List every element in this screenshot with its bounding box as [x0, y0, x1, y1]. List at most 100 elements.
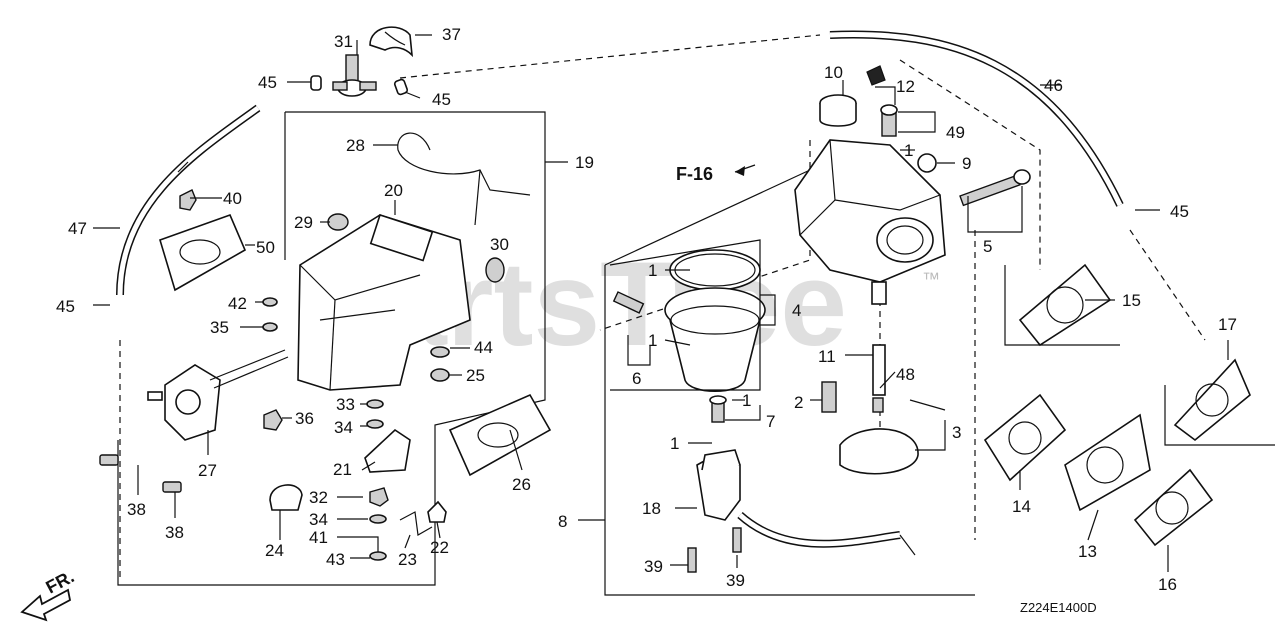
callout-1-solenoid: 1 [670, 434, 679, 453]
callout-49: 49 [946, 123, 965, 142]
callout-32: 32 [309, 488, 328, 507]
callout-9: 9 [962, 154, 971, 173]
jet-2 [821, 381, 837, 413]
callout-1-bolt: 1 [742, 391, 751, 410]
callout-42: 42 [228, 294, 247, 313]
callout-18: 18 [642, 499, 661, 518]
callout-37: 37 [442, 25, 461, 44]
callout-26: 26 [512, 475, 531, 494]
grommet-30 [485, 257, 505, 283]
bolts-38 [99, 454, 182, 493]
needle-48 [872, 397, 884, 413]
callout-34-lower: 34 [309, 510, 328, 529]
float-chamber-4 [664, 287, 766, 393]
hose-47 [116, 104, 261, 296]
callout-16: 16 [1158, 575, 1177, 594]
callout-3: 3 [952, 423, 961, 442]
callout-50: 50 [256, 238, 275, 257]
callout-10: 10 [824, 63, 843, 82]
callout-21: 21 [333, 460, 352, 479]
callout-34-upper: 34 [334, 418, 353, 437]
gasket-14 [983, 393, 1067, 482]
clip-37 [369, 26, 414, 58]
float-3 [839, 399, 946, 475]
callout-35: 35 [210, 318, 229, 337]
callout-31: 31 [334, 32, 353, 51]
callout-numbers: 31 37 45 45 40 50 47 45 28 19 20 29 30 4… [56, 25, 1237, 594]
holder-24 [269, 484, 303, 511]
clip-45-top [310, 75, 409, 96]
carburetor-group-frame [604, 169, 1275, 596]
callout-45-top: 45 [258, 73, 277, 92]
solenoid-18 [696, 449, 916, 556]
callout-14: 14 [1012, 497, 1031, 516]
watermark-trademark: ™ [922, 269, 940, 289]
callout-43: 43 [326, 550, 345, 569]
callout-8: 8 [558, 512, 567, 531]
callout-39-left: 39 [644, 557, 663, 576]
callout-29: 29 [294, 213, 313, 232]
callout-41: 41 [309, 528, 328, 547]
air-cleaner-case-20 [297, 213, 471, 391]
callout-17: 17 [1218, 315, 1237, 334]
pilot-screw-5 [959, 169, 1031, 207]
insulator-13 [1064, 413, 1151, 512]
cap-10 [819, 94, 857, 127]
callout-7: 7 [766, 412, 775, 431]
fuel-valve-27 [147, 349, 289, 441]
callout-1-chamber: 1 [648, 331, 657, 350]
gasket-26 [448, 393, 552, 477]
callout-38-right: 38 [165, 523, 184, 542]
callout-1-oring: 1 [648, 261, 657, 280]
front-indicator-label: FR. [42, 566, 77, 597]
carburetor-body [794, 139, 946, 305]
gasket-15 [1018, 263, 1112, 347]
front-indicator: FR. [20, 566, 77, 622]
callout-45-right: 45 [1170, 202, 1189, 221]
callout-20: 20 [384, 181, 403, 200]
callout-28: 28 [346, 136, 365, 155]
screw-49 [880, 104, 898, 137]
callout-leaders [93, 34, 1229, 572]
bolt-7 [709, 395, 727, 423]
callout-46: 46 [1044, 76, 1063, 95]
tube-11 [872, 344, 886, 396]
callout-38-left: 38 [127, 500, 146, 519]
callout-27: 27 [198, 461, 217, 480]
gasket-16 [1133, 468, 1214, 547]
callout-44: 44 [474, 338, 493, 357]
callout-45-left: 45 [56, 297, 75, 316]
bracket-21 [364, 428, 411, 473]
callout-24: 24 [265, 541, 284, 560]
reference-label: F-16 [676, 164, 713, 184]
callout-39-right: 39 [726, 571, 745, 590]
grommet-29 [327, 213, 349, 231]
callout-11: 11 [818, 347, 836, 366]
callout-45-mid: 45 [432, 90, 451, 109]
lever-12 [866, 65, 886, 86]
clip-23 [399, 511, 433, 536]
callout-5: 5 [983, 237, 992, 256]
washers-nuts [262, 297, 450, 561]
callout-48: 48 [896, 365, 915, 384]
callout-47: 47 [68, 219, 87, 238]
callout-30: 30 [490, 235, 509, 254]
callout-15: 15 [1122, 291, 1141, 310]
callout-13: 13 [1078, 542, 1097, 561]
callout-40: 40 [223, 189, 242, 208]
choke-rod-28 [397, 132, 531, 226]
callout-6: 6 [632, 369, 641, 388]
screw-9 [917, 153, 937, 173]
diagram-code: Z224E1400D [1020, 600, 1097, 615]
callout-22: 22 [430, 538, 449, 557]
callout-23: 23 [398, 550, 417, 569]
fuel-joint-31 [332, 54, 377, 97]
callout-1-top: 1 [904, 141, 913, 160]
callout-33: 33 [336, 395, 355, 414]
screws-39 [687, 527, 742, 573]
callout-12: 12 [896, 77, 915, 96]
gasket-50 [159, 213, 247, 292]
reference-f16: F-16 [676, 164, 756, 184]
nut-40 [179, 189, 197, 211]
